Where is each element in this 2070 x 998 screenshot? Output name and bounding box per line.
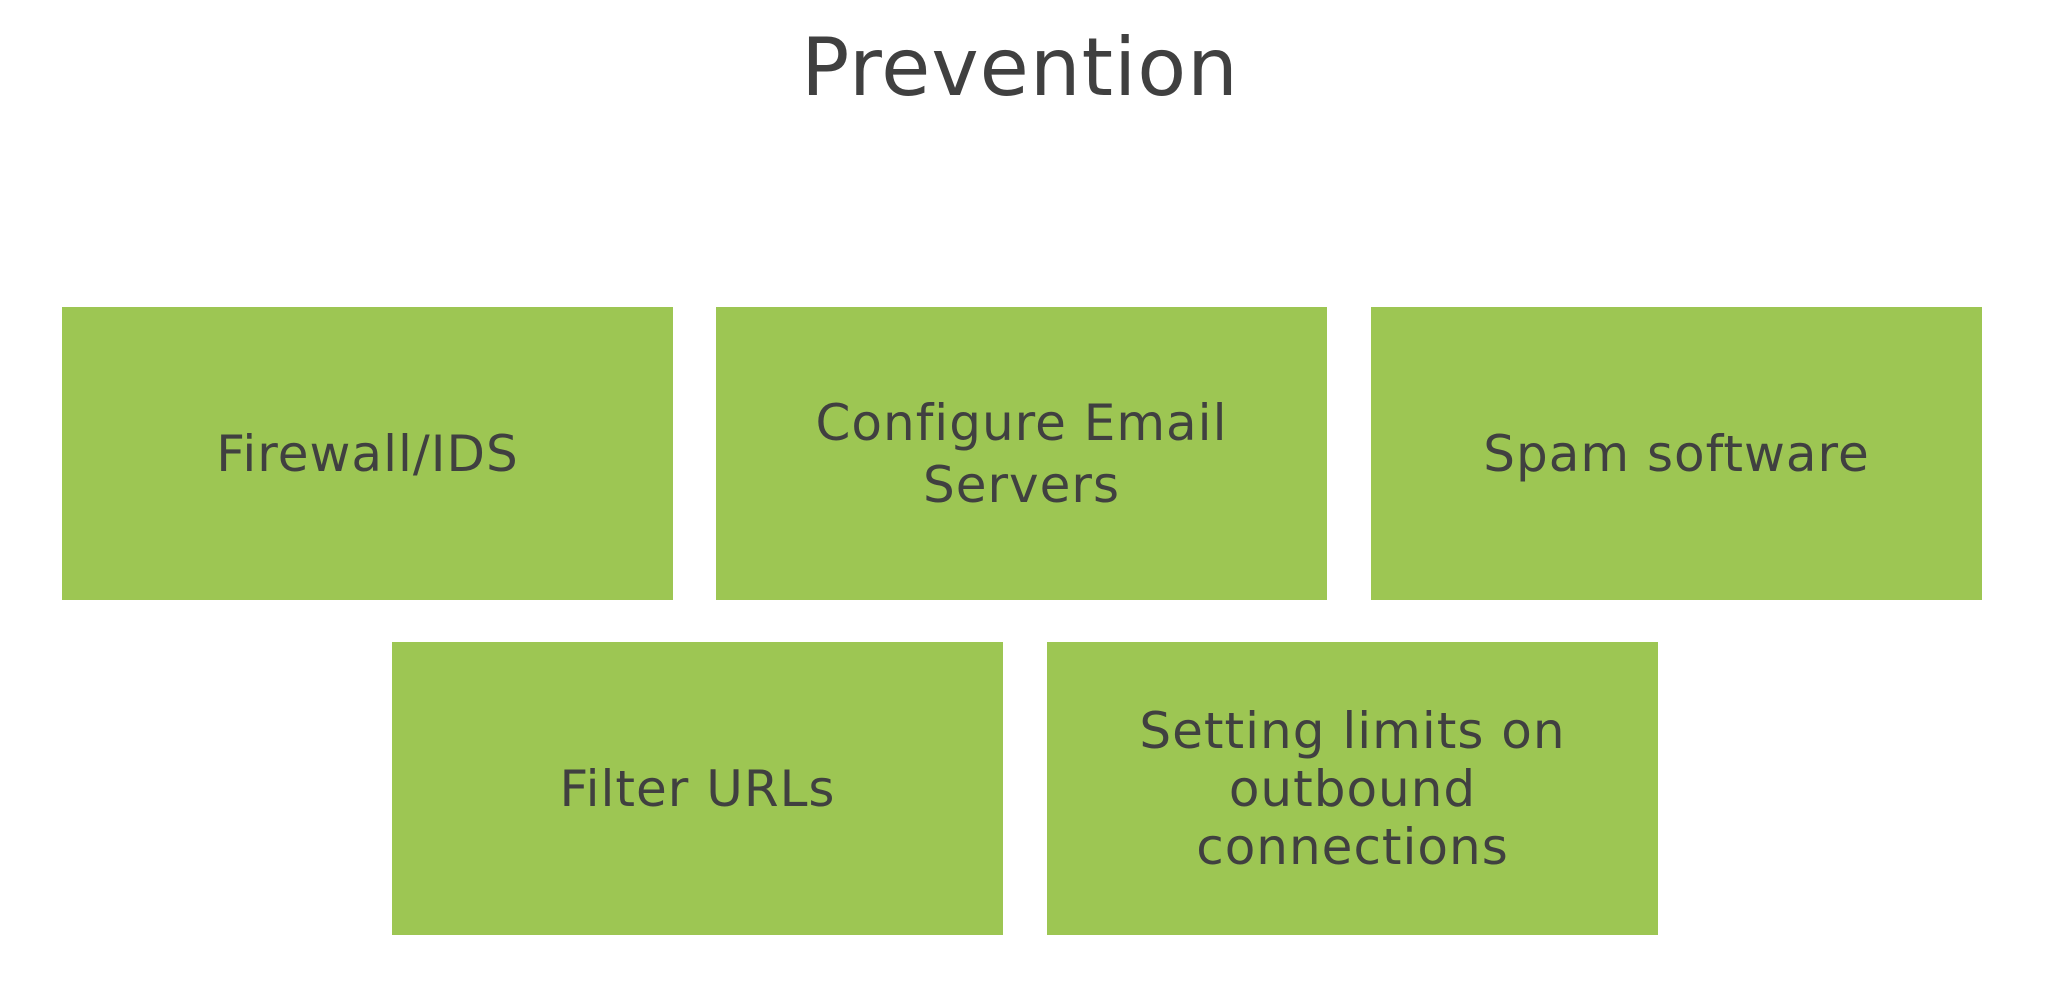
box-filter-urls: Filter URLs [392,642,1003,935]
box-setting-limits: Setting limits on outbound connections [1047,642,1658,935]
box-label-firewall-ids: Firewall/IDS [216,424,519,483]
box-label-filter-urls: Filter URLs [559,759,836,818]
box-label-configure-email-servers: Configure Email Servers [815,393,1228,514]
box-configure-email-servers: Configure Email Servers [716,307,1327,600]
box-label-spam-software: Spam software [1483,424,1870,483]
box-firewall-ids: Firewall/IDS [62,307,673,600]
slide-title: Prevention [801,21,1239,114]
box-spam-software: Spam software [1371,307,1982,600]
box-label-setting-limits: Setting limits on outbound connections [1139,701,1566,876]
